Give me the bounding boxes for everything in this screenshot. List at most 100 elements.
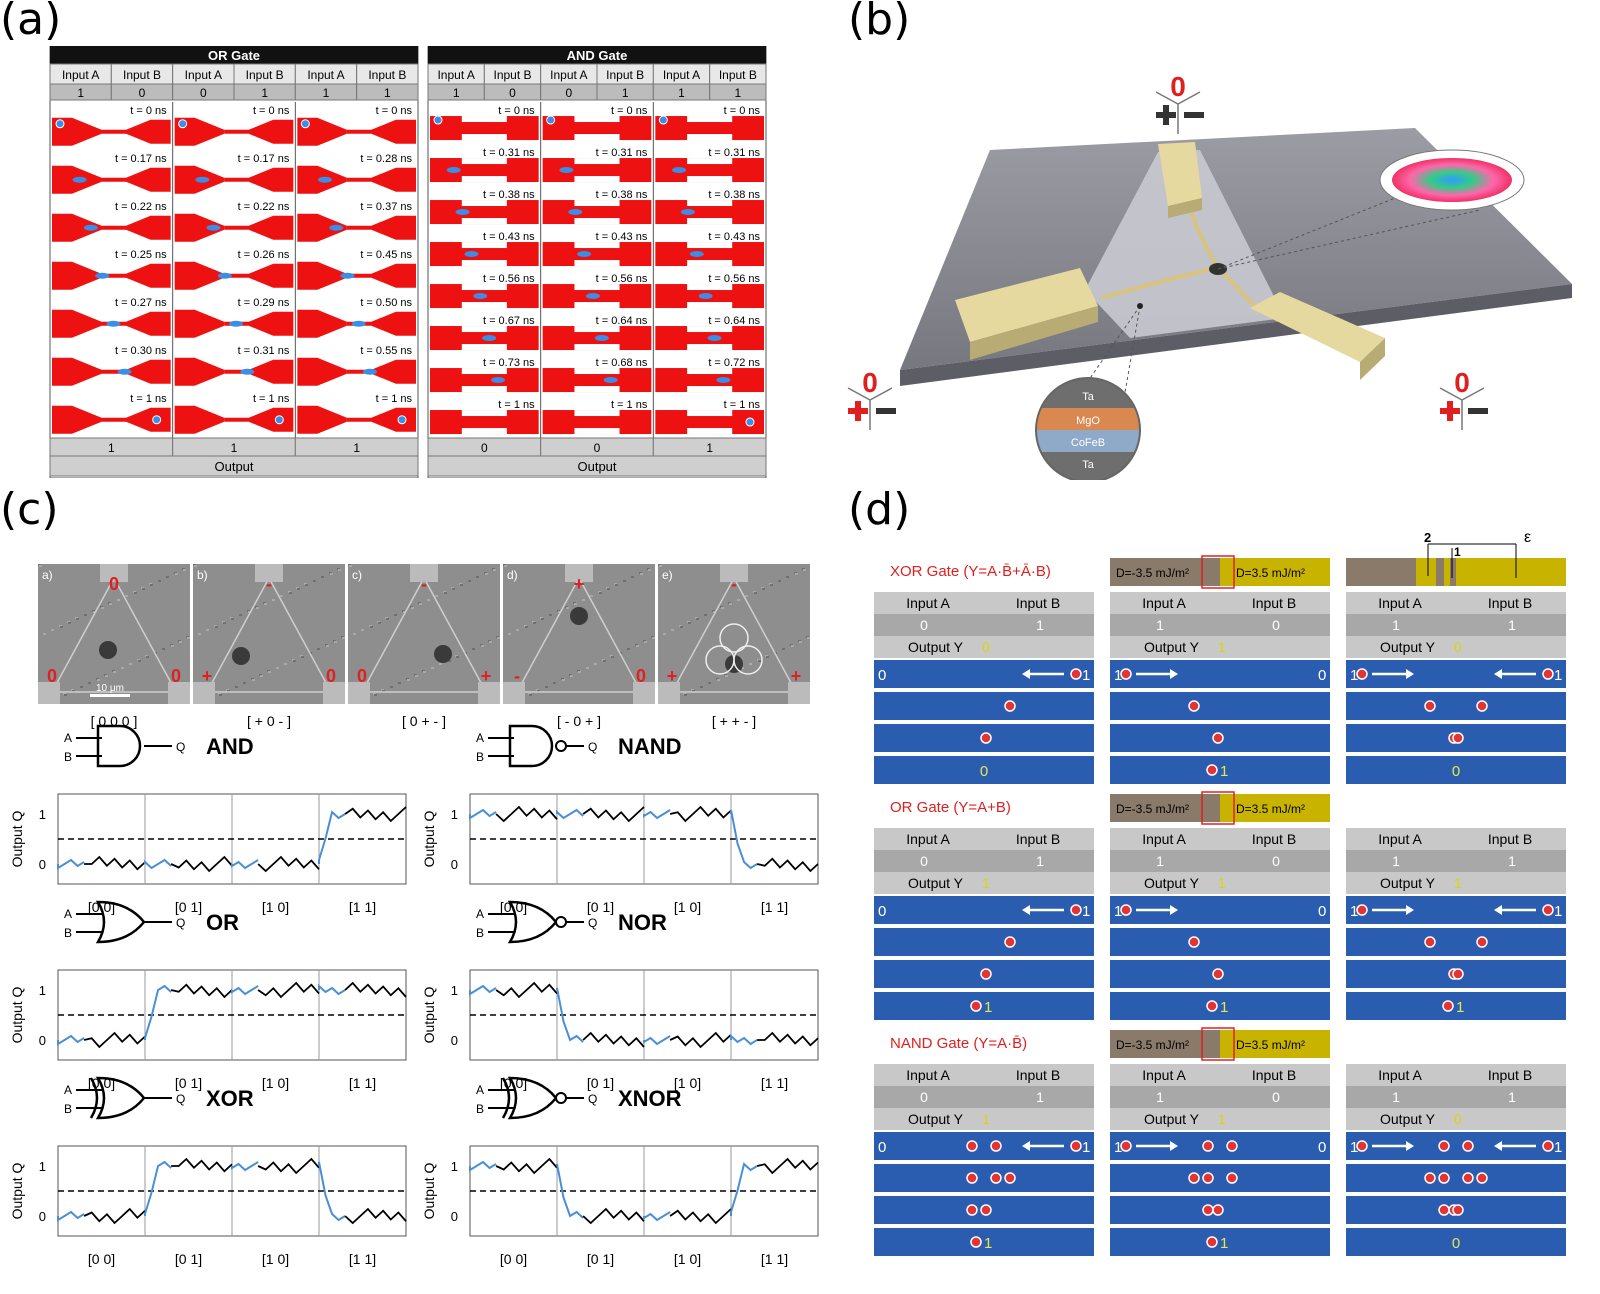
time-label: t = 0.29 ns xyxy=(238,297,290,309)
marker-left: + xyxy=(667,666,678,686)
start-label-a: 1 xyxy=(1114,667,1122,684)
time-label: t = 0.37 ns xyxy=(360,201,412,213)
ytick-0: 0 xyxy=(39,1209,46,1224)
sim-frame: t = 0 ns xyxy=(542,105,652,141)
skyrmion xyxy=(1188,700,1200,712)
category-label: [0 0] xyxy=(88,1251,115,1267)
marker-right: + xyxy=(791,666,802,686)
marker-right: + xyxy=(481,666,492,686)
sim-frame: t = 0.56 ns xyxy=(542,273,652,309)
trace-transient xyxy=(643,1211,671,1222)
sim-frame: t = 0.22 ns xyxy=(52,201,171,242)
gate-name: XNOR xyxy=(618,1086,682,1111)
input-b-header: Input B xyxy=(1252,831,1296,847)
dmi-right-label: D=3.5 mJ/m² xyxy=(1236,1038,1305,1052)
skyrmion xyxy=(980,968,992,980)
marker-top: - xyxy=(421,574,427,594)
output-y-value: 0 xyxy=(982,639,990,655)
input-value: 0 xyxy=(139,86,146,100)
input-a-value: 0 xyxy=(920,617,928,633)
ytick-0: 0 xyxy=(451,1033,458,1048)
skyrmion xyxy=(1120,668,1132,680)
marker-top: - xyxy=(266,574,272,594)
trace-transient xyxy=(144,1160,172,1216)
ylabel: Output Q xyxy=(421,810,437,867)
sim-frame: t = 0 ns xyxy=(430,105,539,141)
electrode-left xyxy=(955,268,1098,342)
output-y-label: Output Y xyxy=(1380,875,1436,891)
skyrmion-texture xyxy=(1392,158,1512,202)
start-label-b: 1 xyxy=(1082,667,1090,684)
output-mark: 1 xyxy=(1220,1235,1228,1252)
skyrmion xyxy=(1356,904,1368,916)
category-label: [1 0] xyxy=(262,1075,289,1091)
input-header: Input A xyxy=(62,68,99,82)
ytick-1: 1 xyxy=(451,1159,458,1174)
start-label-a: 0 xyxy=(878,1139,886,1156)
sim-frame: t = 0.73 ns xyxy=(430,357,539,393)
sim-frame: t = 0.43 ns xyxy=(655,231,764,267)
category-label: [0 1] xyxy=(587,899,614,915)
trace-transient xyxy=(643,809,671,820)
pin-a: A xyxy=(476,907,484,921)
output-value: 1 xyxy=(353,441,360,455)
time-label: t = 0.22 ns xyxy=(238,201,290,213)
track-row: 1 xyxy=(1110,992,1330,1020)
trace-steady xyxy=(669,805,732,823)
frame-label: e) xyxy=(662,568,673,582)
input-b-value: 0 xyxy=(1272,853,1280,869)
category-label: [1 0] xyxy=(262,899,289,915)
start-label-a: 1 xyxy=(1114,903,1122,920)
sim-frame: t = 0.56 ns xyxy=(430,273,539,309)
output-mark: 1 xyxy=(1220,763,1228,780)
input-value: 1 xyxy=(622,86,629,100)
pin-q: Q xyxy=(176,740,185,754)
input-header: Input B xyxy=(719,68,757,82)
terminal-value: 0 xyxy=(1454,367,1470,398)
trace-steady xyxy=(669,1208,732,1225)
output-mark: 0 xyxy=(980,763,988,780)
sim-frame: t = 0.38 ns xyxy=(430,189,539,225)
track-row: 0 xyxy=(1346,756,1566,784)
trace-transient xyxy=(318,983,346,996)
sim-frame: t = 0.67 ns xyxy=(430,315,539,351)
output-mark: 1 xyxy=(1456,999,1464,1016)
skyrmion xyxy=(1212,1204,1224,1216)
trace-steady xyxy=(257,855,320,873)
start-label-b: 1 xyxy=(1554,903,1562,920)
skyrmion xyxy=(966,1204,978,1216)
pin-b: B xyxy=(64,926,72,940)
skyrmion xyxy=(434,645,452,663)
trace-transient xyxy=(556,1163,584,1219)
time-label: t = 1 ns xyxy=(611,399,648,411)
microscopy-frame: d)+-0 xyxy=(503,564,655,704)
start-label-b: 1 xyxy=(1082,1139,1090,1156)
sim-frame: t = 0.28 ns xyxy=(297,153,416,194)
output-value: 1 xyxy=(706,441,713,455)
input-b-header: Input B xyxy=(1488,595,1532,611)
time-label: t = 1 ns xyxy=(724,399,761,411)
ytick-1: 1 xyxy=(39,983,46,998)
sim-frame: t = 0 ns xyxy=(174,105,294,146)
input-b-value: 0 xyxy=(1272,617,1280,633)
electrode-top xyxy=(1158,142,1202,206)
track-row xyxy=(1110,1196,1330,1224)
microscopy-frame: c)-0+ xyxy=(348,564,500,704)
time-label: t = 0 ns xyxy=(376,105,413,117)
voltage-terminal: 0 xyxy=(1155,71,1204,134)
input-value: 1 xyxy=(261,86,268,100)
time-label: t = 0.64 ns xyxy=(596,315,648,327)
input-header: Input A xyxy=(550,68,587,82)
input-value: 1 xyxy=(453,86,460,100)
pin-a: A xyxy=(476,731,484,745)
time-label: t = 0.73 ns xyxy=(483,357,535,369)
track-row: 1 xyxy=(874,992,1094,1020)
frame-label: c) xyxy=(352,568,362,582)
time-label: t = 0.17 ns xyxy=(115,153,167,165)
track-row: 1 xyxy=(1110,1228,1330,1256)
